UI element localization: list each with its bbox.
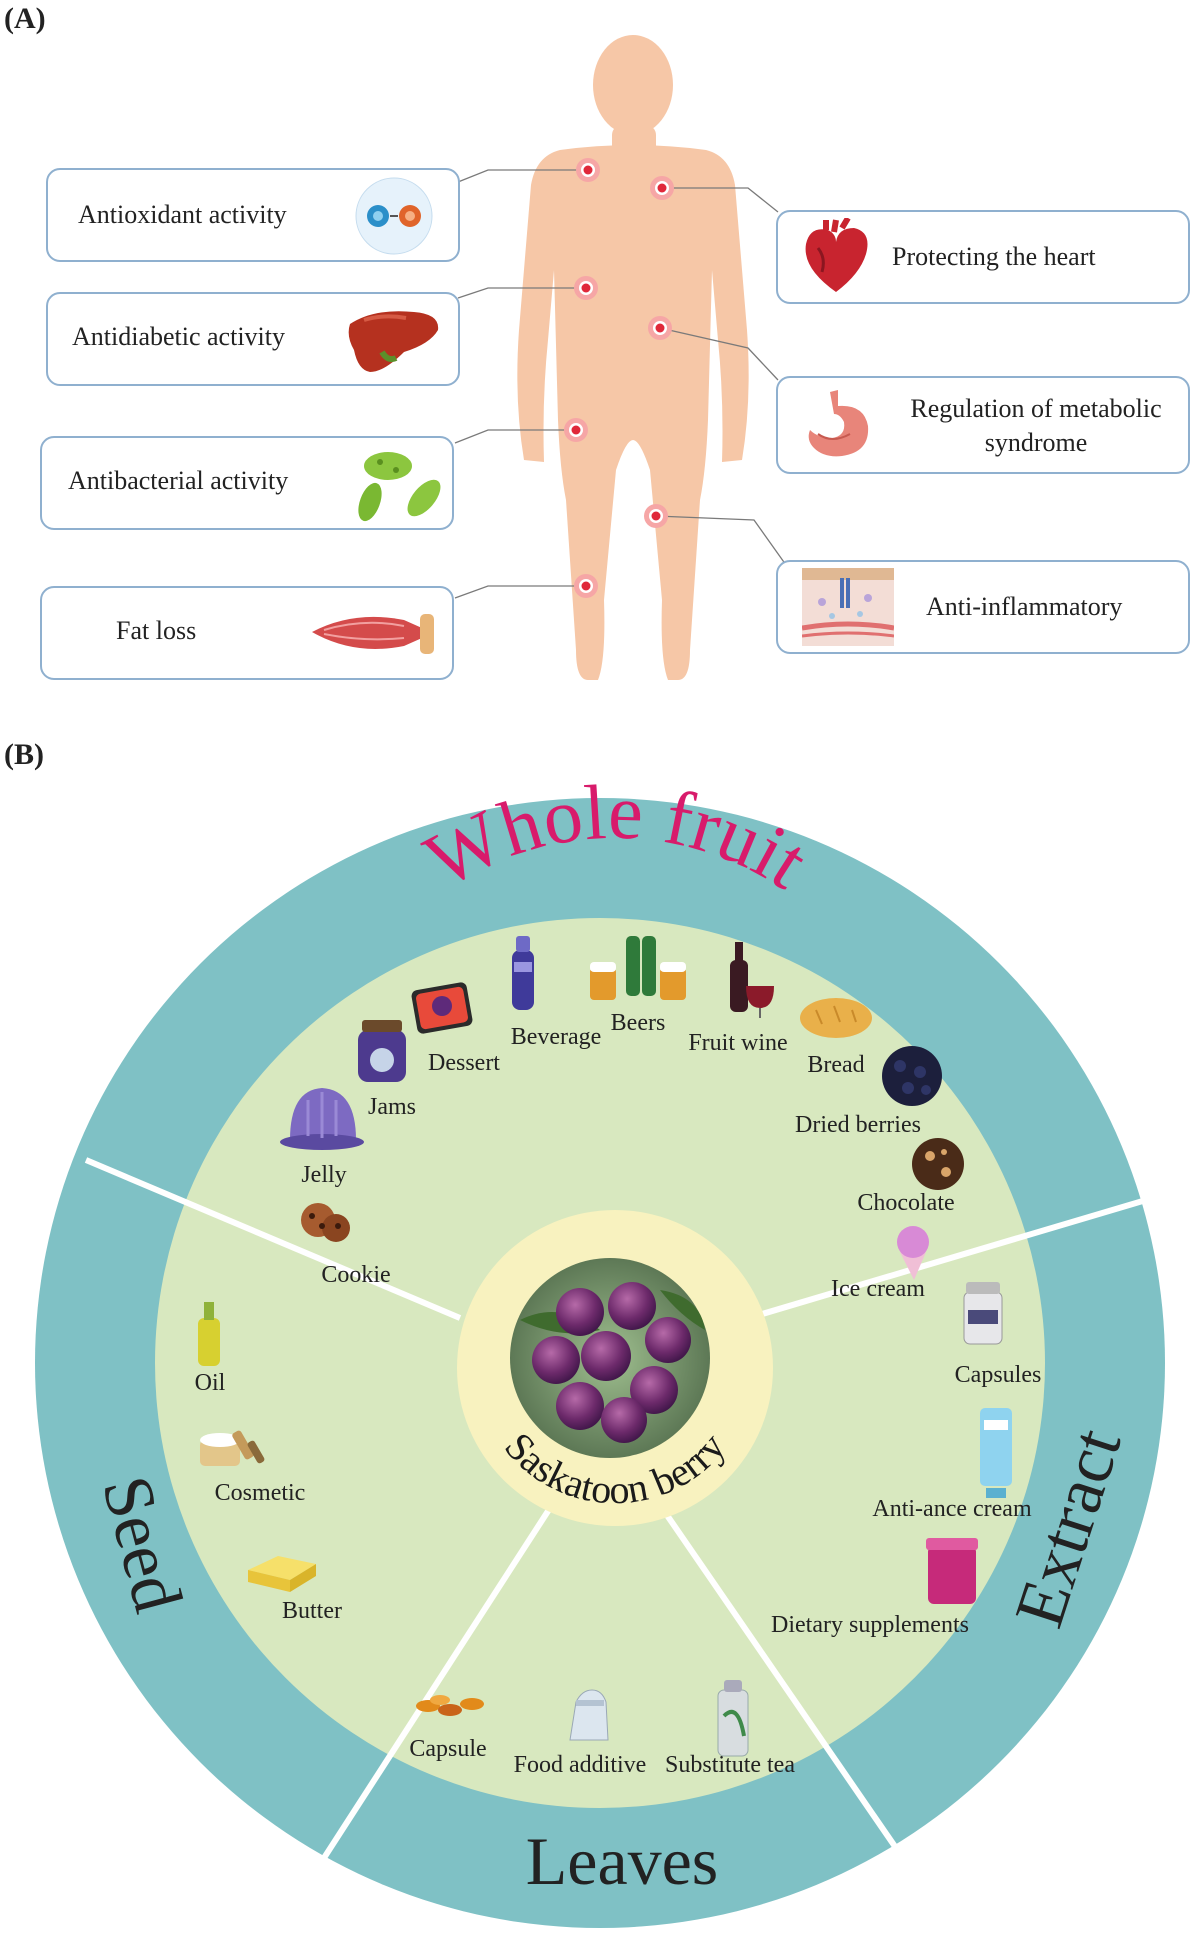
bacteria-icon [358, 452, 441, 522]
ice-cream-icon [897, 1226, 929, 1280]
item-oil: Oil [195, 1370, 226, 1396]
supplement-jar-icon [926, 1538, 978, 1604]
effect-label-inflammatory: Anti-inflammatory [926, 592, 1123, 621]
panel-a-label: (A) [4, 2, 46, 35]
marker-knee [644, 504, 668, 528]
effect-label-metabolic: Regulation of metabolic syndrome [910, 394, 1162, 457]
item-anti-ance-cream: Anti-ance cream [872, 1496, 1032, 1522]
cosmetic-jar-icon [200, 1430, 265, 1466]
item-beverage: Beverage [511, 1024, 602, 1050]
connector-lines [454, 169, 787, 599]
panel-b-label: (B) [4, 738, 44, 771]
item-bread: Bread [807, 1052, 864, 1078]
body-diagram [454, 35, 787, 680]
item-ice-cream: Ice cream [831, 1276, 925, 1302]
effect-box-antidiabetic: Antidiabetic activity [46, 292, 460, 386]
effect-label-antioxidant: Antioxidant activity [78, 200, 287, 229]
marker-stomach [648, 316, 672, 340]
bread-icon [800, 998, 872, 1038]
item-food-additive: Food additive [514, 1752, 647, 1778]
effect-label-antidiabetic: Antidiabetic activity [72, 322, 285, 351]
saskatoon-berry-photo [510, 1258, 710, 1458]
effect-box-antibacterial: Antibacterial activity [40, 436, 454, 530]
fruit-wine-icon [730, 942, 774, 1018]
dessert-icon [411, 982, 473, 1034]
item-jams: Jams [368, 1094, 416, 1120]
effect-box-antioxidant: Antioxidant activity [46, 168, 460, 262]
capsule-pills-icon [416, 1695, 484, 1716]
muscle-fiber-icon [312, 614, 434, 654]
item-jelly: Jelly [301, 1162, 346, 1188]
beverage-icon [512, 936, 534, 1010]
effect-box-fatloss: Fat loss [40, 586, 454, 680]
capsules-bottle-icon [963, 1282, 1003, 1345]
cream-tube-icon [980, 1408, 1012, 1498]
item-cosmetic: Cosmetic [215, 1480, 306, 1506]
effect-box-metabolic: Regulation of metabolic syndrome [776, 376, 1190, 474]
item-capsules: Capsules [955, 1362, 1042, 1388]
human-body-silhouette [517, 35, 749, 680]
salt-shaker-icon [569, 1689, 609, 1741]
section-title-leaves: Leaves [526, 1823, 719, 1899]
item-substitute-tea: Substitute tea [665, 1752, 795, 1778]
item-fruit-wine: Fruit wine [688, 1030, 787, 1056]
item-dietary-supplements: Dietary supplements [771, 1612, 969, 1638]
effect-box-heart: Protecting the heart [776, 210, 1190, 304]
jelly-icon [280, 1088, 364, 1150]
tea-bottle-icon [717, 1680, 749, 1757]
item-capsule: Capsule [409, 1736, 486, 1762]
marker-liver [574, 276, 598, 300]
dried-berries-icon [882, 1046, 942, 1106]
effect-label-antibacterial: Antibacterial activity [68, 466, 289, 495]
cookie-icon [301, 1203, 350, 1242]
item-cookie: Cookie [321, 1262, 390, 1288]
item-chocolate: Chocolate [857, 1190, 954, 1216]
marker-chest-left [576, 158, 600, 182]
effect-box-inflammatory: Anti-inflammatory [776, 560, 1190, 654]
heart-icon [805, 218, 868, 292]
marker-thigh [574, 574, 598, 598]
effect-label-heart: Protecting the heart [892, 242, 1096, 271]
effect-label-fatloss: Fat loss [116, 616, 197, 645]
butter-icon [248, 1556, 316, 1592]
antioxidant-molecules-icon [355, 177, 433, 255]
oil-bottle-icon [198, 1302, 220, 1366]
item-beers: Beers [611, 1010, 666, 1036]
target-markers [564, 158, 674, 598]
item-dessert: Dessert [428, 1050, 500, 1076]
chocolate-icon [912, 1138, 964, 1190]
jams-icon [358, 1020, 406, 1082]
marker-heart [650, 176, 674, 200]
item-dried-berries: Dried berries [795, 1112, 921, 1138]
section-dividers [84, 1157, 1147, 1894]
stomach-icon [808, 390, 869, 457]
skin-tissue-icon [802, 568, 894, 646]
beers-icon [590, 936, 686, 1000]
liver-icon [348, 311, 439, 372]
item-butter: Butter [282, 1598, 342, 1624]
marker-hip [564, 418, 588, 442]
